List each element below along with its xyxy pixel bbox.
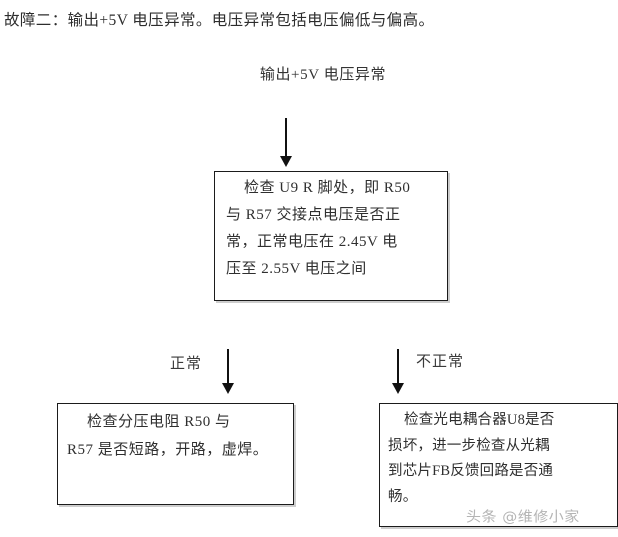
down-arrow-icon-top [279, 118, 293, 168]
box-text-line: 常，正常电压在 2.45V 电 [226, 234, 398, 250]
box-text-line: 损坏，进一步检查从光耦 [388, 437, 550, 454]
flow-box-check-optocoupler: 检查光电耦合器U8是否 损坏，进一步检查从光耦 到芯片FB反馈回路是否通 畅。 [379, 403, 618, 527]
box-text-line: 检查分压电阻 R50 与 [87, 414, 231, 430]
box-text-line: R57 是否短路，开路，虚焊。 [67, 442, 269, 458]
branch-label-normal: 正常 [170, 356, 203, 372]
flow-start-node: 输出+5V 电压异常 [259, 67, 387, 83]
box-text-line: 与 R57 交接点电压是否正 [226, 207, 401, 223]
arrow-shaft [227, 349, 229, 384]
box-text-line: 到芯片FB反馈回路是否通 [388, 463, 554, 479]
box-text-line: 检查光电耦合器U8是否 [404, 412, 555, 428]
box-text-line: 压至 2.55V 电压之间 [226, 261, 367, 277]
arrow-head [222, 383, 234, 394]
arrow-head [280, 156, 292, 167]
arrow-shaft [397, 349, 399, 384]
arrow-shaft [285, 118, 287, 157]
flow-box-check-u9: 检查 U9 R 脚处，即 R50 与 R57 交接点电压是否正 常，正常电压在 … [214, 171, 448, 301]
box-text-line: 检查 U9 R 脚处，即 R50 [244, 180, 411, 196]
box-text-line: 畅。 [388, 488, 418, 505]
arrow-head [392, 383, 404, 394]
down-arrow-icon-left [221, 349, 235, 395]
branch-label-abnormal: 不正常 [416, 354, 465, 370]
page-title: 故障二：输出+5V 电压异常。电压异常包括电压偏低与偏高。 [4, 12, 435, 29]
watermark: 头条 @维修小家 [466, 508, 580, 526]
down-arrow-icon-right [391, 349, 405, 395]
flow-box-check-divider-resistors: 检查分压电阻 R50 与 R57 是否短路，开路，虚焊。 [57, 403, 294, 505]
